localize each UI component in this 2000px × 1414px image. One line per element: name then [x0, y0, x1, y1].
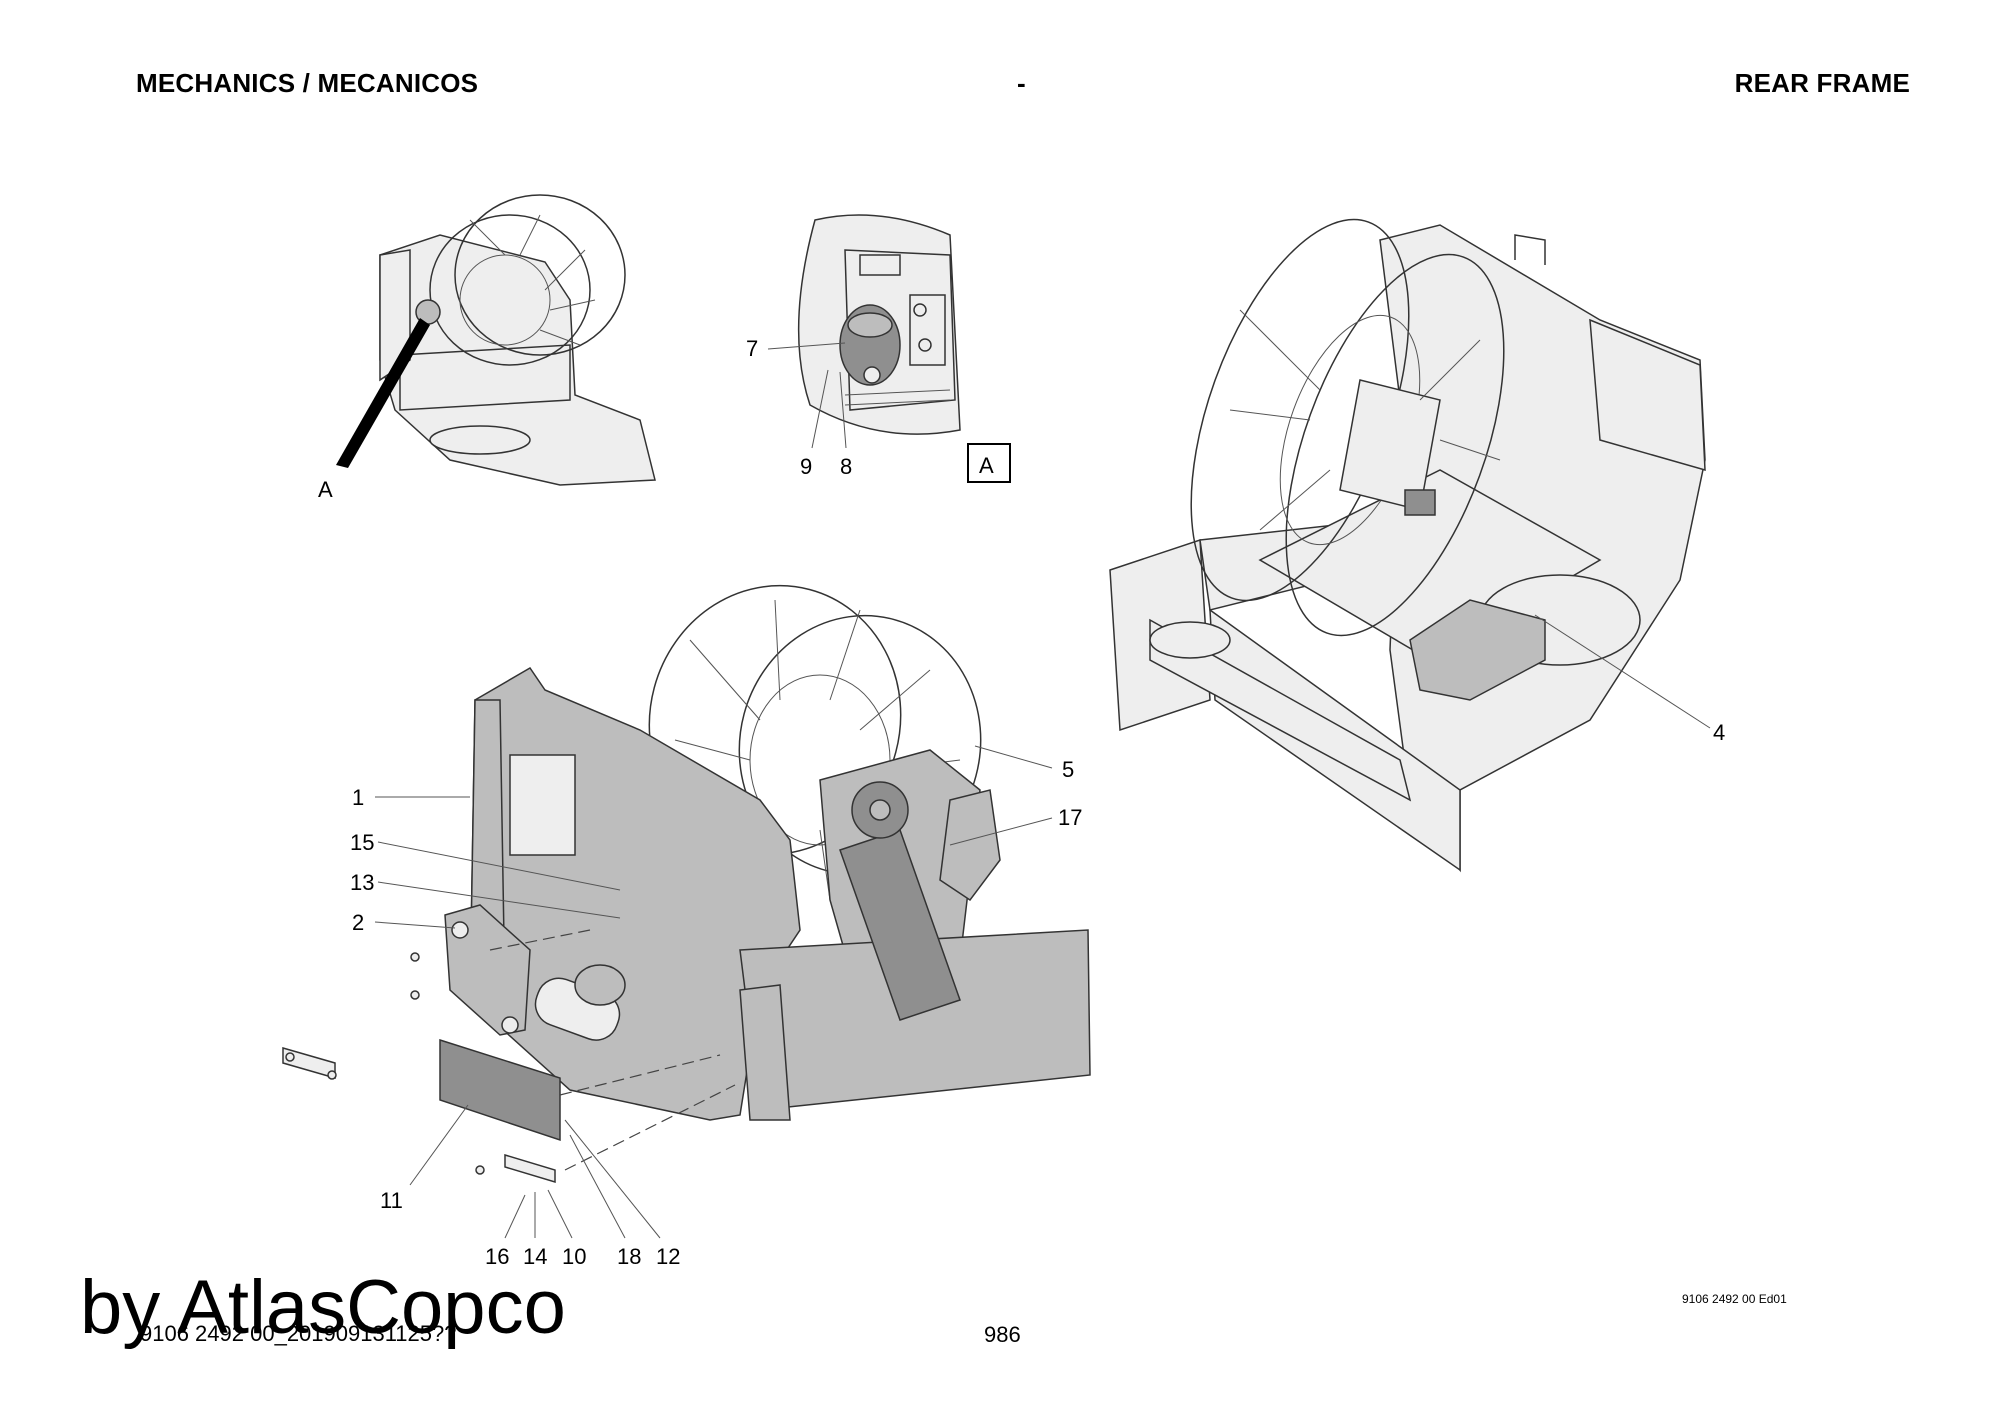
callout-13: 13 — [350, 870, 374, 895]
callout-2: 2 — [352, 910, 364, 935]
callout-4: 4 — [1713, 720, 1725, 745]
callout-16: 16 — [485, 1244, 509, 1269]
leader-13 — [377, 881, 621, 919]
callout-1: 1 — [352, 785, 364, 810]
callout-9: 9 — [800, 454, 812, 479]
callout-8: 8 — [840, 454, 852, 479]
detail-a-box-label: A — [979, 453, 994, 478]
file-reference: 9106 2492 00_201909131125?? — [140, 1321, 457, 1346]
leader-18 — [569, 1134, 626, 1239]
leader-10 — [547, 1189, 573, 1239]
leader-9 — [811, 369, 829, 449]
callout-17: 17 — [1058, 805, 1082, 830]
leader-17 — [949, 817, 1053, 846]
callout-18: 18 — [617, 1244, 641, 1269]
header-title-left: MECHANICS / MECANICOS — [136, 68, 479, 98]
leader-15 — [377, 841, 621, 891]
overview-view — [336, 194, 656, 486]
leader-8 — [839, 371, 847, 449]
callout-15: 15 — [350, 830, 374, 855]
header-separator: - — [1017, 68, 1026, 98]
leader-4 — [1534, 614, 1711, 729]
page-number: 986 — [984, 1322, 1021, 1347]
leader-16 — [504, 1194, 526, 1239]
leader-7 — [767, 342, 846, 350]
callout-14: 14 — [523, 1244, 547, 1269]
watermark: by AtlasCopco — [80, 1265, 566, 1350]
callout-10: 10 — [562, 1244, 586, 1269]
rear-frame-main-view — [282, 584, 1091, 1184]
callout-5: 5 — [1062, 757, 1074, 782]
detail-a-view — [797, 214, 961, 435]
detail-a-box — [967, 443, 1011, 483]
leader-12 — [564, 1119, 661, 1239]
detail-pointer-label: A — [318, 477, 333, 502]
document-code: 9106 2492 00 Ed01 — [1682, 1292, 1787, 1306]
callout-11: 11 — [380, 1188, 403, 1213]
rear-frame-right-view — [1109, 218, 1706, 873]
callout-7: 7 — [746, 336, 758, 361]
callout-12: 12 — [656, 1244, 680, 1269]
header-title-right: REAR FRAME — [1734, 68, 1910, 98]
leader-11 — [409, 1104, 469, 1186]
leader-2 — [374, 921, 456, 929]
leader-5 — [974, 745, 1053, 769]
